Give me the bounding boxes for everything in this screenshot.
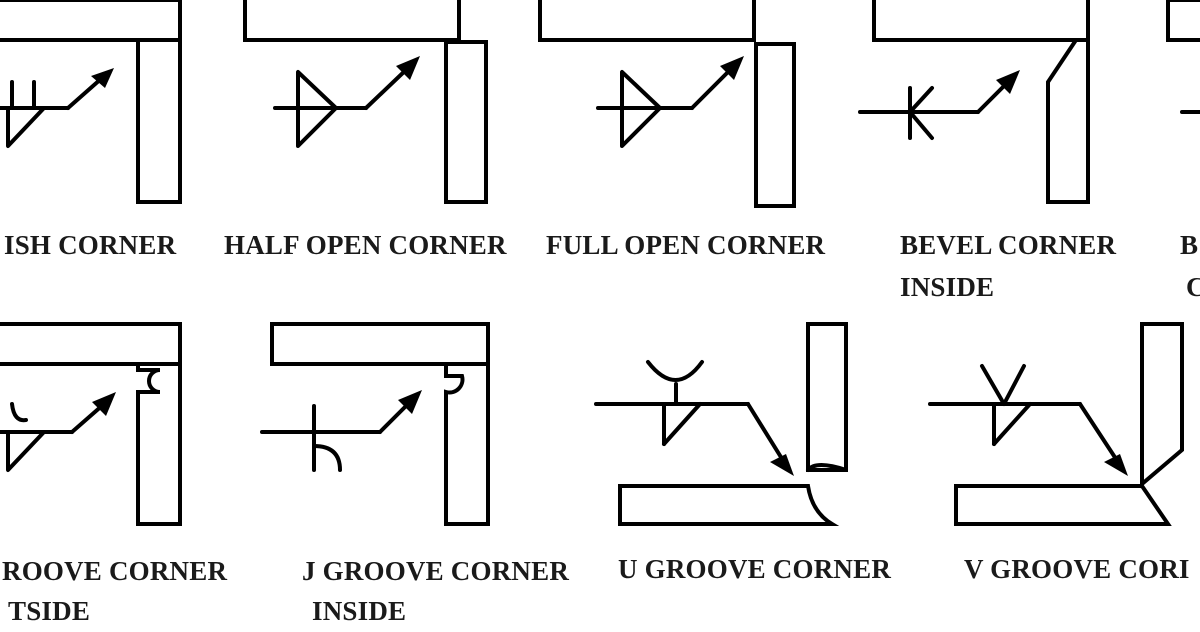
top-plate	[243, 0, 461, 42]
caption-j-groove-corner-inside-line2: INSIDE	[312, 596, 407, 626]
caption-j-groove-corner-inside-line1: J GROOVE CORNER	[302, 556, 570, 586]
caption-u-groove-corner: U GROOVE CORNER	[618, 554, 892, 584]
joint-half-open-corner	[243, 0, 488, 204]
top-plate	[538, 0, 756, 42]
arrow-leader	[1078, 402, 1120, 464]
arrow-head	[92, 392, 116, 416]
arrow-leader	[364, 66, 410, 110]
caption-flush-corner: ISH CORNER	[4, 230, 177, 260]
vertical-plate	[754, 42, 796, 208]
horizontal-plate	[954, 484, 1172, 526]
joint-full-open-corner	[538, 0, 796, 208]
u-groove-cut	[806, 463, 848, 472]
top-plate	[270, 322, 490, 366]
arrow-head	[396, 56, 420, 80]
arrow-leader	[66, 76, 104, 110]
joint-v-groove-corner	[928, 322, 1184, 526]
caption-groove-corner-inside-line2: TSIDE	[8, 596, 91, 626]
vertical-plate	[136, 38, 182, 204]
arrow-head	[91, 68, 114, 88]
vertical-plate	[806, 322, 848, 472]
weld-symbol	[0, 68, 114, 148]
j-grooved-plate	[444, 362, 490, 526]
beveled-plate	[1046, 38, 1090, 204]
caption-groove-corner-inside-line1: ROOVE CORNER	[2, 556, 228, 586]
top-plate	[0, 0, 182, 42]
joint-bevel-corner-inside	[858, 0, 1090, 204]
vertical-plate	[444, 40, 488, 204]
arrow-head	[1104, 454, 1128, 476]
grooved-plate	[136, 362, 182, 526]
weld-symbol	[260, 390, 422, 472]
weld-symbol	[928, 364, 1128, 476]
arrow-head	[996, 70, 1020, 94]
joint-j-groove-corner-inside	[260, 322, 490, 526]
weld-symbol	[273, 56, 420, 148]
caption-v-groove-corner: V GROOVE CORI	[964, 554, 1190, 584]
caption-full-open-corner: FULL OPEN CORNER	[546, 230, 826, 260]
caption-bevel-corner-cut-line1: B	[1180, 230, 1199, 260]
caption-bevel-corner-cut-line2: C	[1186, 272, 1200, 302]
arrow-leader	[746, 402, 786, 464]
arrow-head	[720, 56, 744, 80]
arrow-head	[398, 390, 422, 414]
beveled-vertical-plate	[1140, 322, 1184, 489]
horizontal-plate	[618, 484, 840, 526]
top-plate	[0, 322, 182, 366]
caption-bevel-corner-inside-line2: INSIDE	[900, 272, 995, 302]
weld-symbol	[596, 56, 744, 148]
arrow-head	[770, 454, 794, 476]
weld-symbol	[594, 360, 794, 476]
top-plate	[1166, 0, 1200, 42]
top-plate	[872, 0, 1090, 42]
joint-u-groove-corner	[594, 322, 848, 526]
weld-symbol	[0, 392, 116, 472]
joint-flush-corner	[0, 0, 182, 204]
caption-bevel-corner-inside-line1: BEVEL CORNER	[900, 230, 1117, 260]
arrow-leader	[690, 66, 734, 110]
joint-groove-corner-inside	[0, 322, 182, 526]
joint-bevel-corner-cut	[1166, 0, 1200, 114]
caption-half-open-corner: HALF OPEN CORNER	[224, 230, 507, 260]
weld-symbol	[858, 70, 1020, 140]
